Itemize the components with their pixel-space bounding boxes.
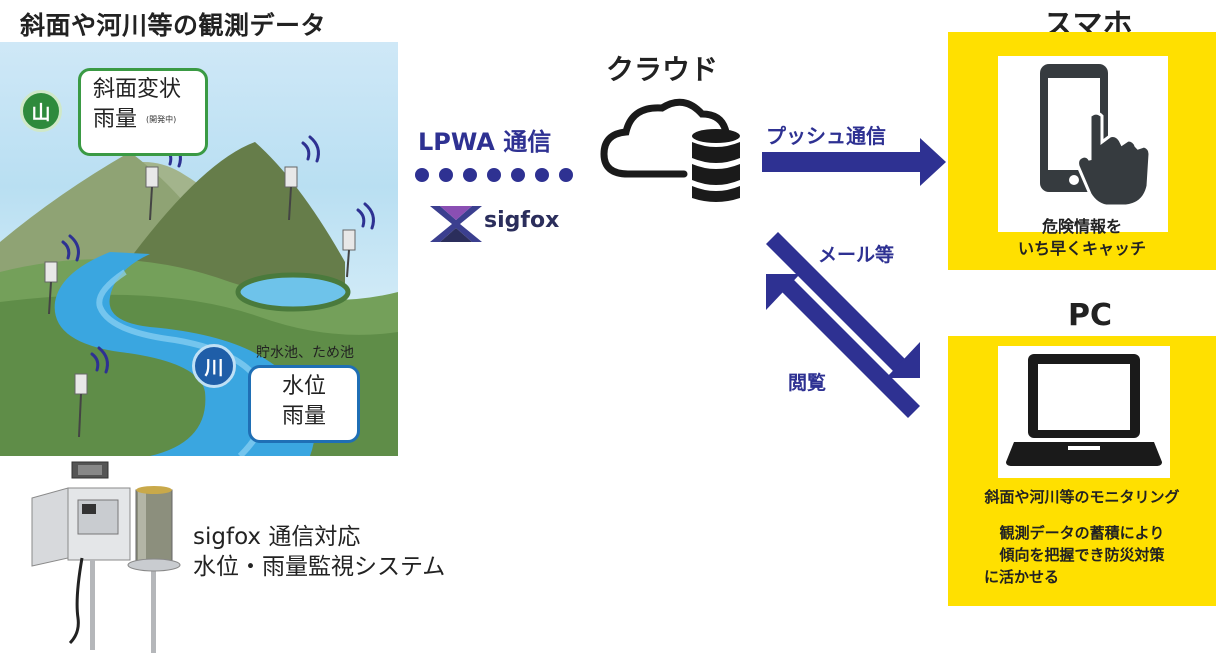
pc-caption-line3: に活かせる: [984, 568, 1060, 586]
pond-label: 貯水池、ため池: [256, 345, 354, 361]
pc-icon-frame: [998, 346, 1170, 478]
mountain-note: (開発中): [146, 115, 177, 124]
smartphone-touch-icon: [1040, 64, 1152, 208]
smartphone-panel: 危険情報を いち早くキャッチ: [948, 32, 1216, 270]
sigfox-logo-icon: [430, 206, 482, 242]
river-badge-text: 川: [204, 356, 224, 379]
field-illustration: 山 斜面変状 雨量 (開発中) 貯水池、ため池 川 水位 雨量: [0, 42, 398, 456]
mountain-label-box: 斜面変状 雨量 (開発中): [78, 68, 208, 156]
smartphone-icon-frame: [998, 56, 1168, 232]
push-label: プッシュ通信: [766, 124, 886, 148]
pc-caption: 観測データの蓄積により 傾向を把握でき防災対策 に活かせる: [948, 522, 1216, 588]
river-badge: 川: [192, 344, 236, 388]
smartphone-caption-line2: いち早くキャッチ: [1017, 239, 1146, 258]
laptop-icon: [1006, 354, 1162, 466]
river-line2: 雨量: [281, 404, 326, 429]
mountain-badge-text: 山: [31, 101, 51, 124]
field-title: 斜面や河川等の観測データ: [20, 11, 327, 40]
lpwa-label: LPWA 通信: [418, 128, 552, 156]
product-line1: sigfox 通信対応: [193, 524, 361, 550]
river-label-box: 水位 雨量: [248, 365, 360, 443]
lpwa-dotted-line: [415, 168, 573, 182]
sigfox-label: sigfox: [484, 208, 560, 233]
pc-title: PC: [1067, 298, 1112, 333]
mountain-line2: 雨量: [93, 107, 138, 132]
mountain-line1: 斜面変状: [93, 77, 182, 102]
product-line2: 水位・雨量監視システム: [193, 554, 446, 580]
pc-caption-line1: 観測データの蓄積により: [999, 524, 1165, 542]
flow-arrows: [762, 138, 946, 418]
pc-caption-line2: 傾向を把握でき防災対策: [999, 546, 1165, 564]
pc-caption-main: 斜面や河川等のモニタリング: [984, 488, 1180, 506]
river-line1: 水位: [281, 374, 326, 399]
monitoring-device-illustration: [31, 461, 181, 653]
cloud-title: クラウド: [606, 53, 719, 86]
cloud-database-icon: [600, 98, 740, 202]
mail-label: メール等: [818, 244, 895, 266]
smartphone-caption-line1: 危険情報を: [1041, 217, 1122, 236]
smartphone-caption: 危険情報を いち早くキャッチ: [948, 216, 1216, 260]
browse-label: 閲覧: [788, 372, 827, 394]
product-description: sigfox 通信対応 水位・雨量監視システム: [193, 522, 445, 582]
pc-panel: 斜面や河川等のモニタリング 観測データの蓄積により 傾向を把握でき防災対策 に活…: [948, 336, 1216, 606]
mountain-badge: 山: [20, 90, 62, 132]
